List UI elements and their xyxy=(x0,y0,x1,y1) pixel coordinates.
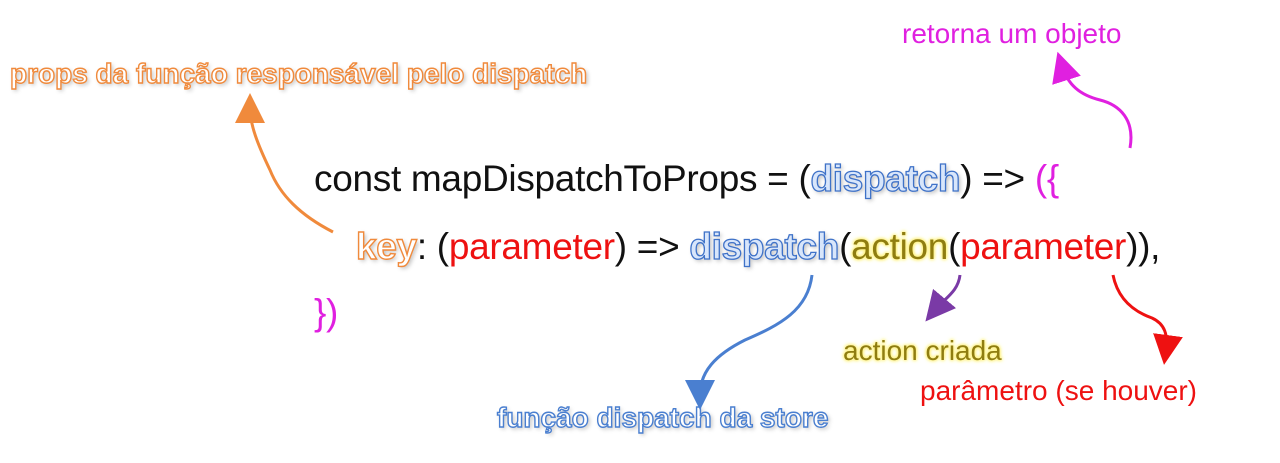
code-colon: : ( xyxy=(416,226,449,267)
code-dispatch-call: dispatch xyxy=(689,225,840,267)
code-line-2: key: (parameter) => dispatch(action(para… xyxy=(355,225,1161,268)
code-arrow-2: ) => xyxy=(614,226,690,267)
code-closing: )), xyxy=(1126,226,1161,267)
code-open-brace: ({ xyxy=(1034,158,1059,199)
label-props-function: props da função responsável pelo dispatc… xyxy=(9,57,588,89)
code-close-brace: }) xyxy=(314,292,339,333)
code-line-3: }) xyxy=(314,292,338,334)
arrow-parameter-to-parameter-label xyxy=(1111,274,1183,365)
label-parameter-if-any: parâmetro (se houver) xyxy=(920,375,1198,406)
code-paren-open: ( xyxy=(839,226,852,267)
arrow-brace-to-returns-object xyxy=(1052,51,1133,149)
code-paren-open-2: ( xyxy=(948,226,961,267)
code-const-declaration: const mapDispatchToProps = ( xyxy=(314,158,811,199)
code-key: key xyxy=(355,225,418,267)
arrow-action-to-action-created xyxy=(925,274,962,322)
code-parameter: parameter xyxy=(448,226,615,267)
arrow-key-to-props-label xyxy=(235,93,334,234)
code-parameter-2: parameter xyxy=(960,226,1127,267)
label-action-created: action criada xyxy=(843,335,1002,366)
label-store-dispatch: função dispatch da store xyxy=(496,401,829,433)
code-action-call: action xyxy=(851,226,949,267)
code-line-1: const mapDispatchToProps = (dispatch) =>… xyxy=(314,157,1059,200)
label-returns-object: retorna um objeto xyxy=(902,18,1122,49)
code-arrow: ) => xyxy=(960,158,1035,199)
code-dispatch-param: dispatch xyxy=(810,157,961,199)
arrow-dispatch-to-store-label xyxy=(685,274,814,410)
